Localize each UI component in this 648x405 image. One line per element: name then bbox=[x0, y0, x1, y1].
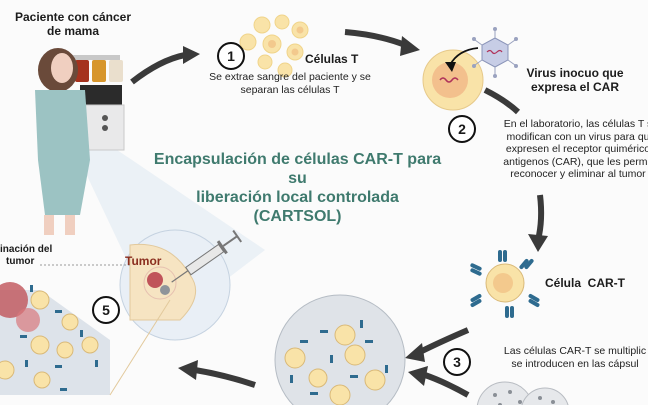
step-1-badge: 1 bbox=[217, 42, 245, 70]
cart-cell-label: Célula CAR-T bbox=[545, 276, 626, 290]
tumor-elimination-label: inación del tumor bbox=[0, 244, 53, 267]
virus-label: Virus inocuo que expresa el CAR bbox=[526, 66, 624, 94]
step-3-description: Las células CAR-T se multiplic se introd… bbox=[503, 345, 647, 370]
step-2-description: En el laboratorio, las células T s modif… bbox=[503, 118, 648, 180]
tcells-label: Células T bbox=[305, 52, 359, 66]
patient-label: Paciente con cáncer de mama bbox=[14, 10, 132, 38]
diagram-title: Encapsulación de células CAR-T para su l… bbox=[153, 151, 442, 225]
step-5-badge: 5 bbox=[92, 296, 120, 324]
step-1-description: Se extrae sangre del paciente y se separ… bbox=[209, 71, 371, 96]
step-2-badge: 2 bbox=[448, 115, 476, 143]
step-3-badge: 3 bbox=[443, 348, 471, 376]
tumor-label: Tumor bbox=[125, 254, 162, 268]
